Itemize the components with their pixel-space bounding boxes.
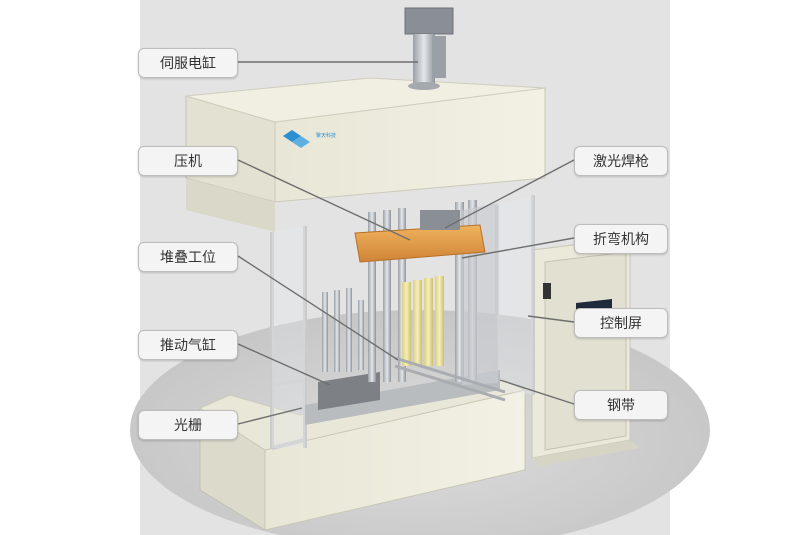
battery-cells xyxy=(402,276,444,366)
label-servo-cylinder: 伺服电缸 xyxy=(138,48,238,78)
label-steel-strap: 钢带 xyxy=(574,390,668,420)
control-cabinet xyxy=(531,237,640,466)
brand-logo: 擎天科技 xyxy=(283,130,336,148)
label-control-screen: 控制屏 xyxy=(574,308,668,338)
label-press: 压机 xyxy=(138,146,238,176)
logo-text: 擎天科技 xyxy=(316,132,336,139)
label-bending-mechanism: 折弯机构 xyxy=(574,224,668,254)
leader-lines xyxy=(237,61,575,425)
steel-strap-rails xyxy=(394,356,506,402)
push-cylinder-rods xyxy=(322,288,364,372)
label-stacking-station: 堆叠工位 xyxy=(138,242,238,272)
label-laser-welding-gun: 激光焊枪 xyxy=(574,146,668,176)
servo-cylinder xyxy=(404,7,454,90)
label-push-cylinder: 推动气缸 xyxy=(138,330,238,360)
label-light-curtain: 光栅 xyxy=(138,410,238,440)
